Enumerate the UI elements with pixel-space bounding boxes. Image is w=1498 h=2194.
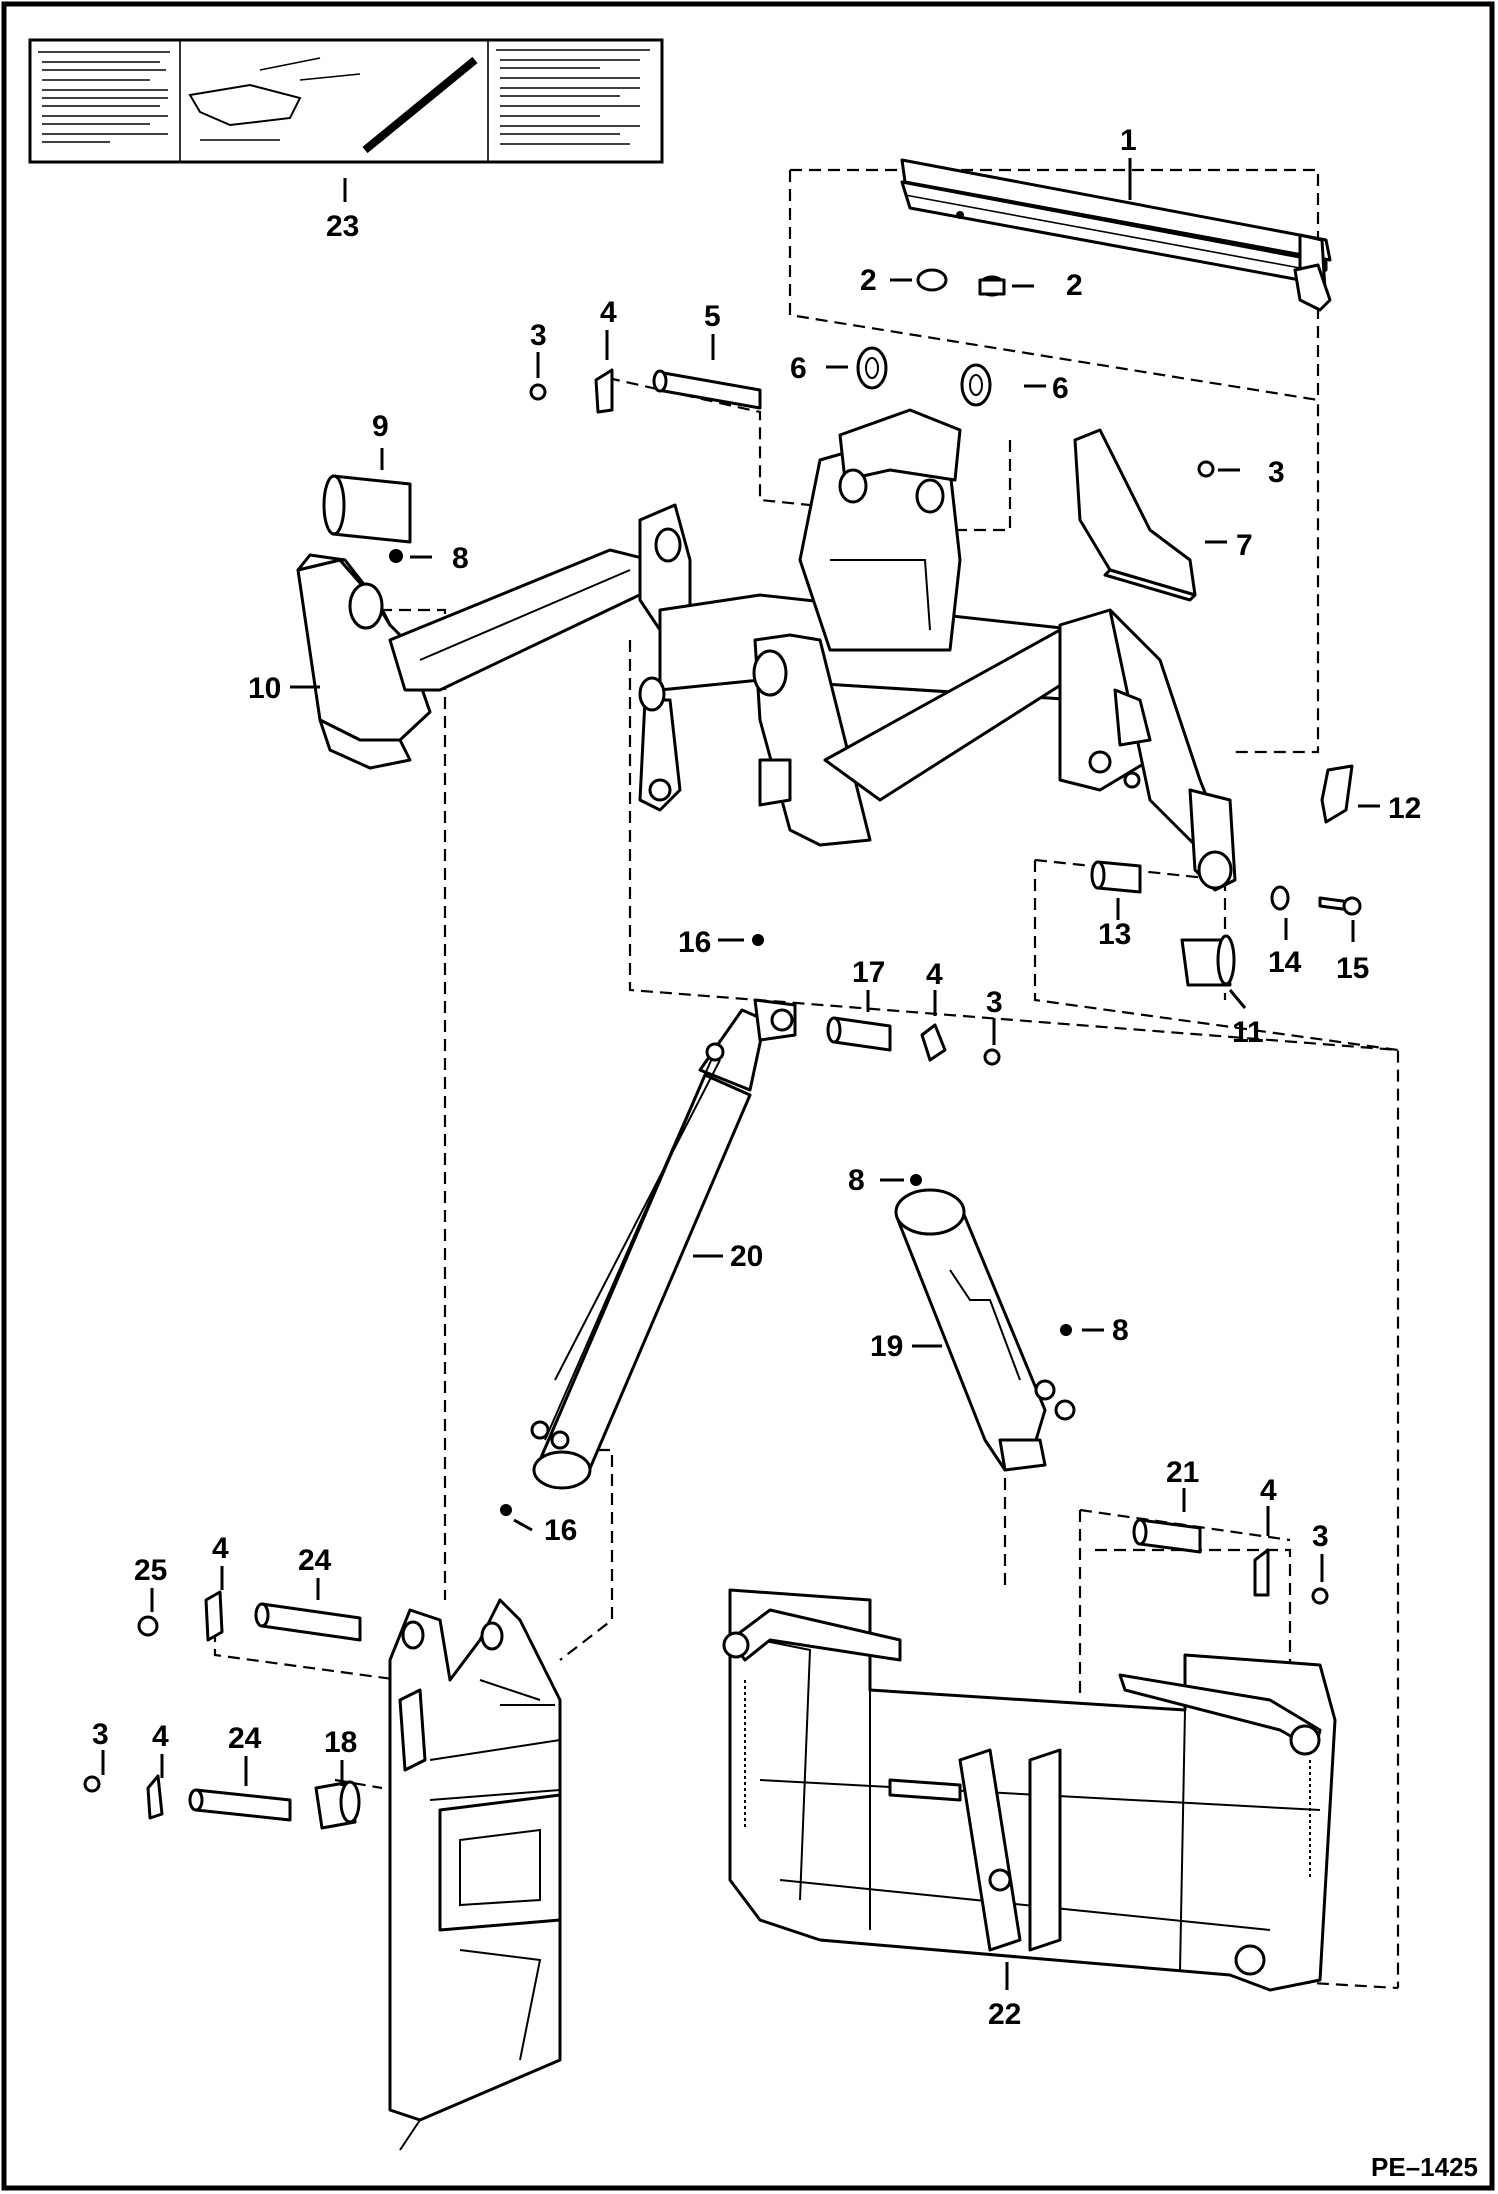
callout-1: 1	[1120, 124, 1137, 157]
leaders	[101, 158, 1380, 1990]
lift-arm-part-10	[296, 408, 1237, 892]
callout-4d: 4	[212, 1532, 229, 1565]
tilt-cylinder-part-19	[894, 1188, 1076, 1472]
callout-18: 18	[324, 1726, 357, 1759]
callout-16b: 16	[544, 1514, 577, 1547]
pin-part-21	[1132, 1518, 1202, 1554]
fitting-part-16	[500, 934, 764, 1516]
callout-3c: 3	[986, 986, 1003, 1019]
callout-12: 12	[1388, 792, 1421, 825]
callout-8b: 8	[848, 1164, 865, 1197]
bolt-part-25	[137, 1615, 159, 1637]
callout-17: 17	[852, 956, 885, 989]
decal-23	[28, 38, 664, 164]
lift-cylinder-part-20	[530, 998, 797, 1490]
callout-5: 5	[704, 300, 721, 333]
callout-2a: 2	[860, 264, 877, 297]
callout-8a: 8	[452, 542, 469, 575]
callout-16a: 16	[678, 926, 711, 959]
callout-22: 22	[988, 1998, 1021, 2031]
bolt-part-3	[83, 383, 1329, 1793]
bushing-part-18	[314, 1780, 361, 1830]
callout-2b: 2	[1066, 269, 1083, 302]
pin-part-17	[826, 1016, 892, 1052]
callout-15: 15	[1336, 952, 1369, 985]
callout-11: 11	[1232, 1016, 1264, 1049]
callout-3b: 3	[1268, 456, 1285, 489]
nut-part-2	[916, 268, 1006, 297]
pin-part-5	[652, 369, 762, 410]
callout-20: 20	[730, 1240, 763, 1273]
bushing-part-6	[856, 346, 992, 407]
pin-part-13	[1090, 860, 1142, 894]
callout-4e: 4	[152, 1720, 169, 1753]
loader-frame	[388, 1598, 562, 2151]
bushing-part-9	[322, 474, 412, 544]
attachment-plate-part-22	[722, 1588, 1337, 1992]
callout-4c: 4	[1260, 1474, 1277, 1507]
callout-6b: 6	[1052, 372, 1069, 405]
callout-23: 23	[326, 210, 359, 243]
callout-25: 25	[134, 1554, 167, 1587]
callout-3a: 3	[530, 319, 547, 352]
grease-fitting-part-8	[389, 549, 1072, 1336]
clip-part-12	[1320, 764, 1354, 824]
bolt-part-15	[1318, 896, 1362, 916]
callout-6a: 6	[790, 352, 807, 385]
callout-24a: 24	[298, 1544, 332, 1577]
support-bar-part-1	[900, 158, 1332, 312]
callout-7: 7	[1236, 529, 1253, 562]
callout-3d: 3	[1312, 1520, 1329, 1553]
pin-part-24	[188, 1602, 362, 1822]
callout-13: 13	[1098, 918, 1131, 951]
callout-14: 14	[1268, 946, 1302, 979]
callout-4b: 4	[926, 958, 943, 991]
washer-part-14	[1270, 885, 1290, 911]
callout-4a: 4	[600, 296, 617, 329]
callouts: 1 2 2 3 3 3 3 3 4 4 4 4 4 5 6 6 7 8 8 8 …	[92, 124, 1421, 2031]
callout-9: 9	[372, 410, 389, 443]
callout-3e: 3	[92, 1718, 109, 1751]
reference-code: PE–1425	[1371, 2152, 1478, 2182]
retainer-part-4	[146, 368, 1270, 1820]
cover-plate-part-7	[1073, 428, 1197, 602]
callout-24b: 24	[228, 1722, 262, 1755]
callout-10: 10	[248, 672, 281, 705]
callout-21: 21	[1166, 1456, 1199, 1489]
callout-19: 19	[870, 1330, 903, 1363]
callout-8c: 8	[1112, 1314, 1129, 1347]
bushing-part-11	[1180, 934, 1236, 987]
